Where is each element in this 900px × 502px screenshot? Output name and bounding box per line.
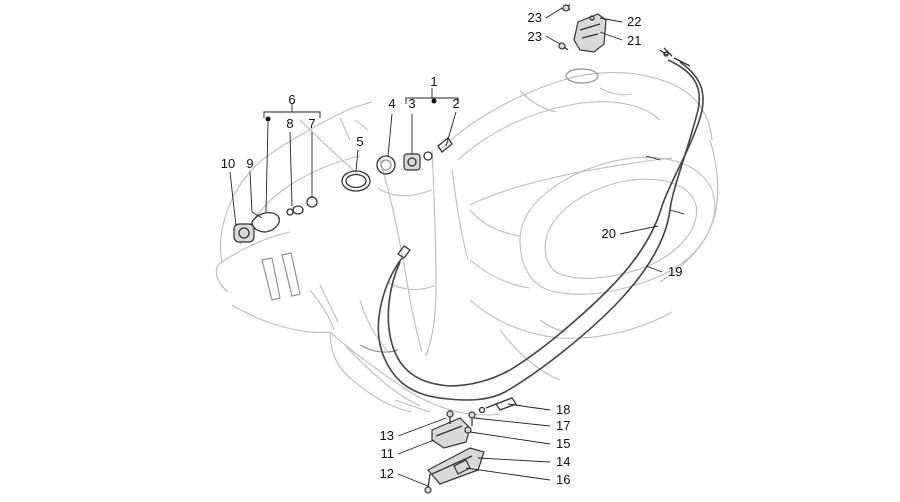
callout-9: 9 bbox=[246, 156, 253, 171]
ring-5 bbox=[341, 170, 371, 192]
cables bbox=[377, 47, 704, 414]
callout-1: 1 bbox=[430, 74, 437, 89]
callout-2: 2 bbox=[452, 96, 459, 111]
callout-4: 4 bbox=[388, 96, 395, 111]
callout-11: 11 bbox=[381, 446, 395, 461]
callout-19: 19 bbox=[668, 264, 682, 279]
callout-12: 12 bbox=[380, 466, 394, 481]
cable-19 bbox=[377, 59, 701, 401]
scooter-body-outline bbox=[215, 68, 719, 416]
callout-8: 8 bbox=[286, 116, 293, 131]
callout-16: 16 bbox=[556, 472, 570, 487]
cable-20 bbox=[387, 61, 704, 387]
callout-3: 3 bbox=[408, 96, 415, 111]
leader-lines bbox=[229, 7, 663, 487]
callout-23-top: 23 bbox=[528, 10, 542, 25]
callout-18: 18 bbox=[556, 402, 570, 417]
callout-14: 14 bbox=[556, 454, 570, 469]
callout-13: 13 bbox=[380, 428, 394, 443]
callout-20: 20 bbox=[602, 226, 616, 241]
bracket-assembly-21-22 bbox=[558, 4, 607, 53]
switch-assembly-6 bbox=[233, 196, 318, 243]
callout-23-bottom: 23 bbox=[528, 29, 542, 44]
lower-bracket-assembly bbox=[424, 410, 485, 494]
callout-10: 10 bbox=[221, 156, 235, 171]
callout-labels: 1 2 3 4 5 6 7 8 9 10 11 12 13 14 15 16 1… bbox=[221, 10, 683, 487]
callout-17: 17 bbox=[556, 418, 570, 433]
callout-15: 15 bbox=[556, 436, 570, 451]
callout-7: 7 bbox=[308, 116, 315, 131]
callout-6: 6 bbox=[288, 92, 295, 107]
callout-22: 22 bbox=[627, 14, 641, 29]
lock-assembly-1 bbox=[376, 137, 453, 175]
callout-21: 21 bbox=[627, 33, 641, 48]
callout-5: 5 bbox=[356, 134, 363, 149]
